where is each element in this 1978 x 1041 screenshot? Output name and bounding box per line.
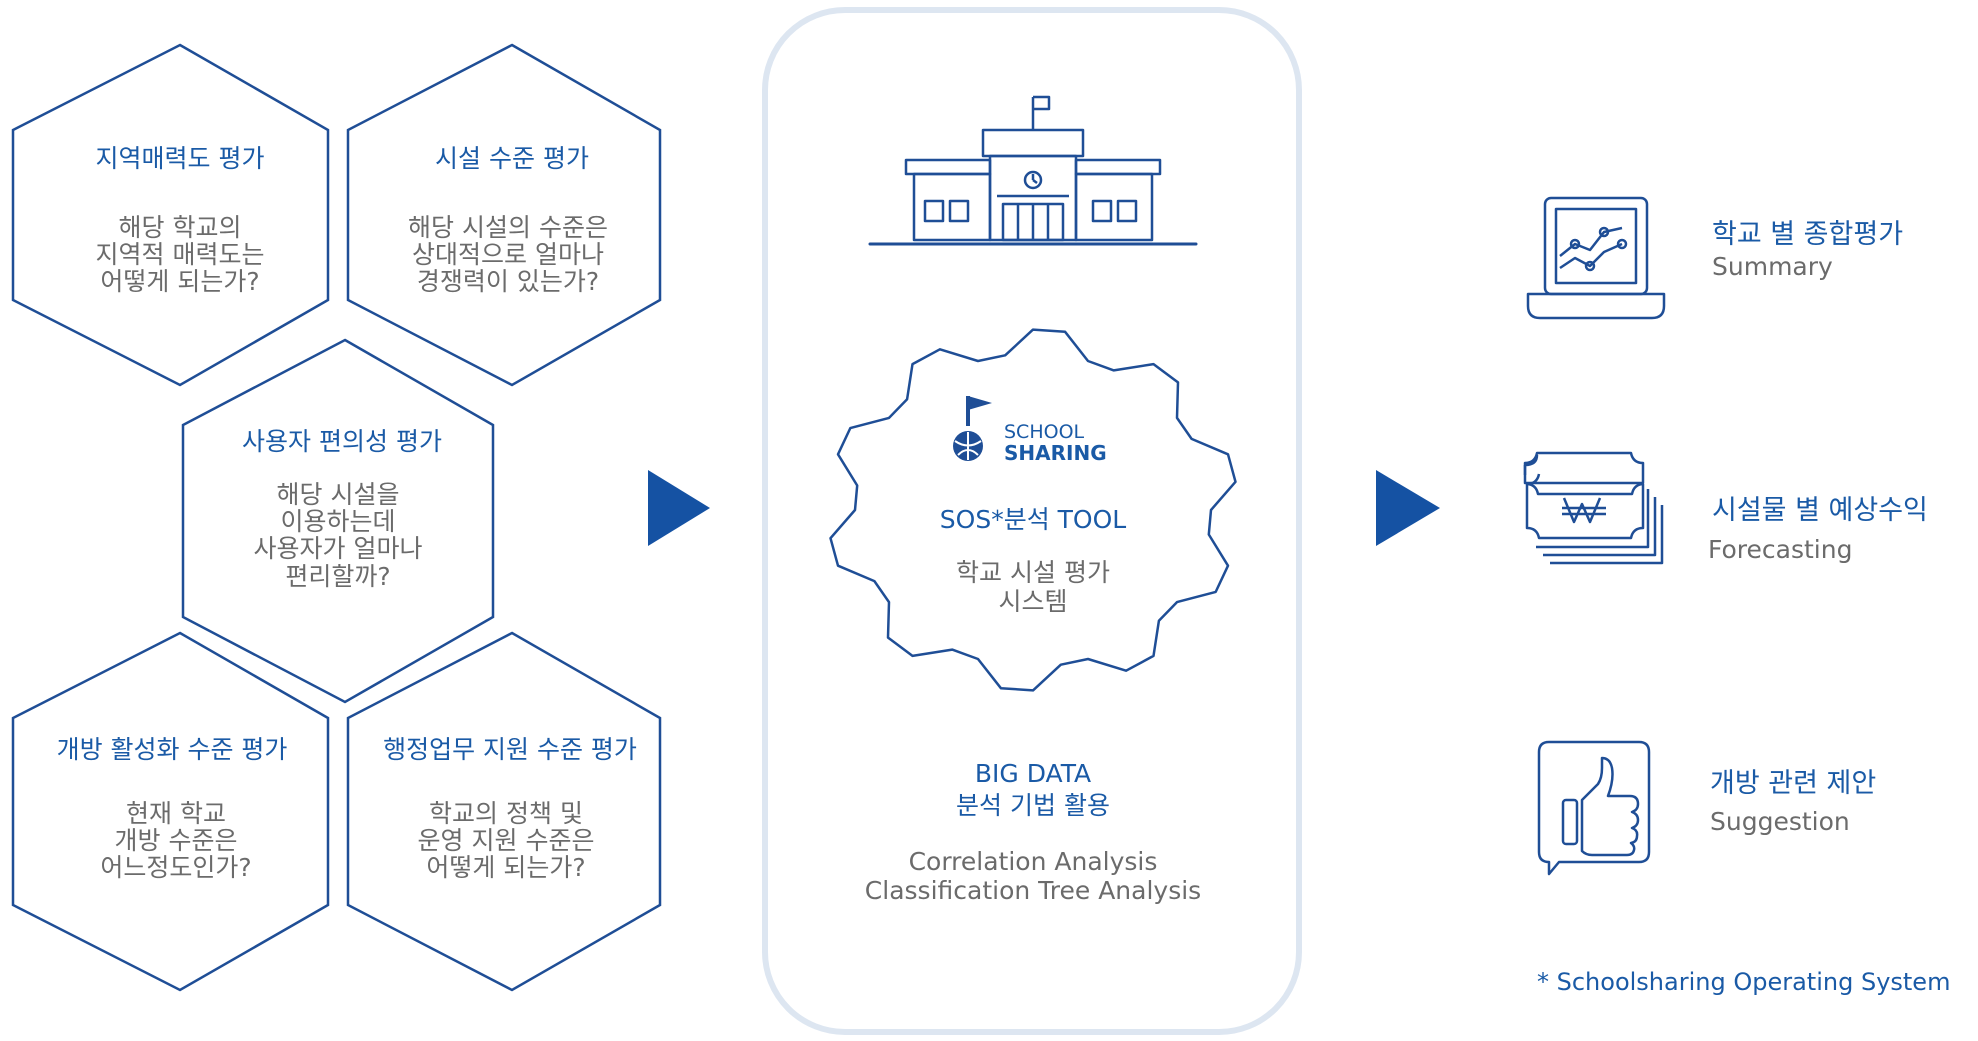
hex-line: 해당 학교의 xyxy=(119,213,242,242)
hex-title: 개방 활성화 수준 평가 xyxy=(57,735,288,764)
hex-line: 편리할까? xyxy=(285,562,390,591)
won-banknote-icon xyxy=(1523,451,1664,565)
output-subtitle: Suggestion xyxy=(1710,807,1850,836)
school-building-icon xyxy=(868,95,1198,246)
hex-line: 해당 시설의 수준은 xyxy=(408,213,608,242)
hex-line: 어떻게 되는가? xyxy=(100,267,259,296)
hex-line: 이용하는데 xyxy=(280,507,395,536)
gear-icon xyxy=(829,328,1237,692)
arrow-right-icon xyxy=(648,470,710,546)
hex-line: 지역적 매력도는 xyxy=(96,240,265,269)
hex-line: 학교의 정책 및 xyxy=(429,799,583,828)
hex-title: 사용자 편의성 평가 xyxy=(242,427,442,456)
hex-title: 행정업무 지원 수준 평가 xyxy=(383,735,637,764)
hex-line: 개방 수준은 xyxy=(115,826,238,855)
tool-title: SOS*분석 TOOL xyxy=(940,505,1126,534)
logo-line-1: SCHOOL xyxy=(1004,421,1085,443)
center-panel xyxy=(762,7,1302,1035)
hex-line: 현재 학교 xyxy=(126,799,226,828)
hex-line: 어느정도인가? xyxy=(100,853,251,882)
arrow-right-icon xyxy=(1376,470,1440,546)
output-title: 개방 관련 제안 xyxy=(1710,768,1876,799)
hexagon-user-convenience: 사용자 편의성 평가 해당 시설을 이용하는데 사용자가 얼마나 편리할까? xyxy=(181,338,495,704)
thumbs-up-icon xyxy=(1537,740,1651,876)
hex-line: 경쟁력이 있는가? xyxy=(417,267,599,296)
hex-title: 시설 수준 평가 xyxy=(435,144,589,173)
hexagon-regional-attractiveness: 지역매력도 평가 해당 학교의 지역적 매력도는 어떻게 되는가? xyxy=(11,43,330,387)
hex-title: 지역매력도 평가 xyxy=(96,144,265,173)
hexagon-facility-level: 시설 수준 평가 해당 시설의 수준은 상대적으로 얼마나 경쟁력이 있는가? xyxy=(346,43,662,387)
output-subtitle: Forecasting xyxy=(1708,535,1852,564)
tool-line: 학교 시설 평가 xyxy=(956,558,1110,587)
hexagon-admin-support: 행정업무 지원 수준 평가 학교의 정책 및 운영 지원 수준은 어떻게 되는가… xyxy=(346,631,662,992)
bigdata-line: BIG DATA xyxy=(975,759,1091,788)
method-line: Classification Tree Analysis xyxy=(865,876,1201,905)
laptop-chart-icon xyxy=(1526,196,1666,320)
hex-line: 해당 시설을 xyxy=(277,480,400,509)
output-subtitle: Summary xyxy=(1712,252,1833,281)
hex-line: 운영 지원 수준은 xyxy=(418,826,595,855)
hex-line: 어떻게 되는가? xyxy=(426,853,585,882)
hexagon-open-activation: 개방 활성화 수준 평가 현재 학교 개방 수준은 어느정도인가? xyxy=(11,631,330,992)
method-line: Correlation Analysis xyxy=(909,847,1158,876)
footnote: * Schoolsharing Operating System xyxy=(1537,968,1950,996)
tool-line: 시스템 xyxy=(998,587,1067,616)
school-sharing-logo: SCHOOL SHARING xyxy=(953,396,1107,465)
bigdata-line: 분석 기법 활용 xyxy=(956,791,1110,820)
output-title: 시설물 별 예상수익 xyxy=(1712,495,1928,526)
hex-line: 사용자가 얼마나 xyxy=(254,534,423,563)
output-title: 학교 별 종합평가 xyxy=(1712,219,1903,250)
logo-line-2: SHARING xyxy=(1004,441,1107,465)
hex-line: 상대적으로 얼마나 xyxy=(412,240,604,269)
